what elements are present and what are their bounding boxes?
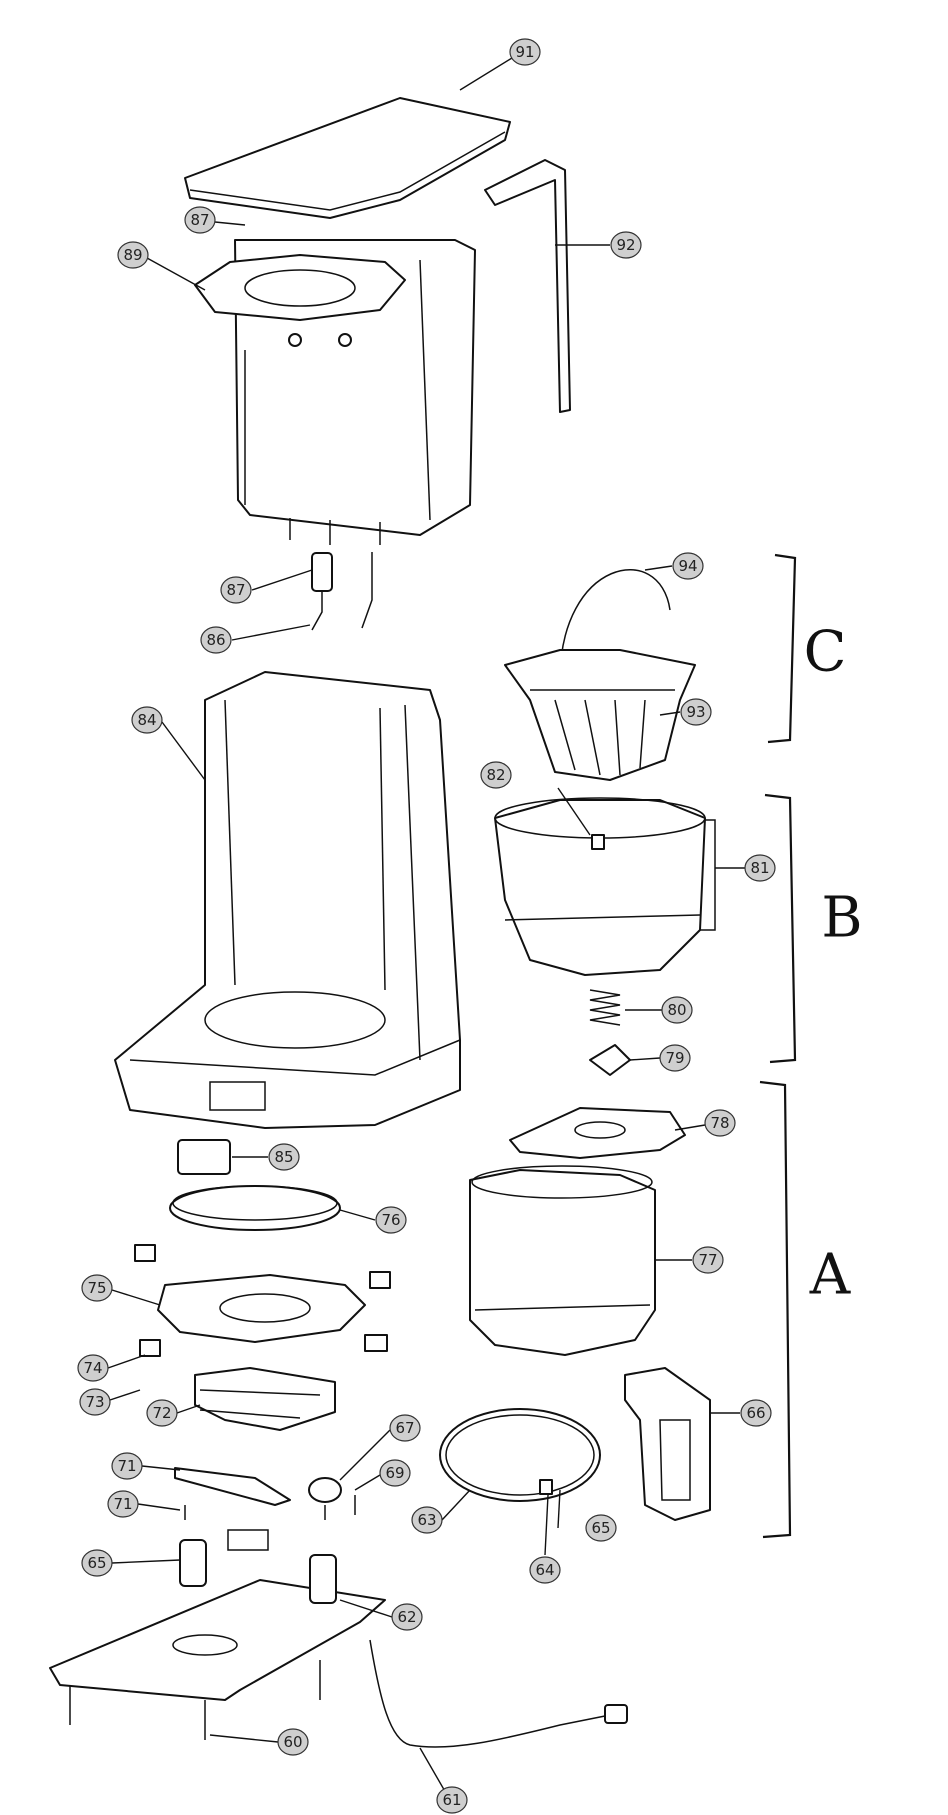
callout-80: 80 (661, 996, 693, 1024)
callout-label: 61 (442, 1791, 461, 1809)
base-plate (49, 1529, 386, 1740)
callout-label: 91 (515, 43, 534, 61)
leader-lines (107, 57, 745, 1801)
callout-label: 72 (152, 1404, 171, 1422)
callout-label: 63 (417, 1511, 436, 1529)
group-label-b: B (821, 886, 862, 951)
callout-71-bracket: 71 (111, 1452, 143, 1480)
callout-label: 71 (117, 1457, 136, 1475)
callout-87-valve: 87 (220, 576, 252, 604)
callout-84: 84 (131, 706, 163, 734)
filter-holder (494, 797, 716, 976)
thermostat-and-bracket (174, 1467, 356, 1520)
warming-plate (134, 1244, 391, 1357)
callout-91: 91 (509, 38, 541, 66)
bracket-a (759, 1080, 792, 1539)
bracket-b (764, 793, 797, 1064)
group-label-a: A (809, 1243, 851, 1308)
callout-65-clamp: 65 (585, 1514, 617, 1542)
callout-label: 94 (678, 557, 697, 575)
band (439, 1408, 601, 1502)
group-label-c: C (804, 620, 847, 685)
callout-label: 92 (616, 236, 635, 254)
callout-69: 69 (379, 1459, 411, 1487)
water-tube (484, 159, 571, 413)
callout-label: 64 (535, 1561, 554, 1579)
valve-and-clip (311, 552, 373, 631)
callout-81: 81 (744, 854, 776, 882)
power-cord (369, 1639, 628, 1748)
callout-label: 82 (486, 766, 505, 784)
callout-label: 77 (698, 1251, 717, 1269)
callout-label: 75 (87, 1279, 106, 1297)
callout-label: 62 (397, 1608, 416, 1626)
callout-74: 74 (77, 1354, 109, 1382)
callout-93: 93 (680, 698, 712, 726)
callout-63-band: 63 (411, 1506, 443, 1534)
seal-ring (169, 1185, 341, 1231)
carafe (469, 1165, 656, 1356)
callout-75: 75 (81, 1274, 113, 1302)
callout-82: 82 (480, 761, 512, 789)
callout-label: 67 (395, 1419, 414, 1437)
callout-85: 85 (268, 1143, 300, 1171)
callout-label: 85 (274, 1148, 293, 1166)
callout-label: 71 (113, 1495, 132, 1513)
callout-label: 66 (746, 1404, 765, 1422)
callout-label: 74 (83, 1359, 102, 1377)
filter-handle (559, 569, 671, 681)
callout-73: 73 (79, 1388, 111, 1416)
callout-label: 80 (667, 1001, 686, 1019)
callout-92: 92 (610, 231, 642, 259)
callout-60: 60 (277, 1728, 309, 1756)
callout-71-screw: 71 (107, 1490, 139, 1518)
callout-label: 76 (381, 1211, 400, 1229)
callout-65-post: 65 (81, 1549, 113, 1577)
spring-and-seal (589, 989, 631, 1076)
callout-72: 72 (146, 1399, 178, 1427)
callout-67: 67 (389, 1414, 421, 1442)
callout-78: 78 (704, 1109, 736, 1137)
callout-76: 76 (375, 1206, 407, 1234)
callout-64: 64 (529, 1556, 561, 1584)
water-tank (194, 239, 476, 545)
lid (184, 97, 511, 219)
callout-61: 61 (436, 1786, 468, 1814)
bracket-c (767, 553, 797, 744)
callout-87: 87 (184, 206, 216, 234)
callout-label: 65 (591, 1519, 610, 1537)
carafe-handle (624, 1367, 711, 1521)
callout-77: 77 (692, 1246, 724, 1274)
callout-label: 69 (385, 1464, 404, 1482)
heating-element (194, 1367, 336, 1431)
callout-66: 66 (740, 1399, 772, 1427)
callout-86: 86 (200, 626, 232, 654)
callout-label: 81 (750, 859, 769, 877)
housing (114, 671, 461, 1129)
callout-label: 84 (137, 711, 156, 729)
callout-label: 79 (665, 1049, 684, 1067)
carafe-lid (509, 1107, 686, 1159)
callout-62: 62 (391, 1603, 423, 1631)
callout-label: 87 (226, 581, 245, 599)
switch (177, 1139, 231, 1175)
callout-label: 86 (206, 631, 225, 649)
callout-89: 89 (117, 241, 149, 269)
callout-label: 78 (710, 1114, 729, 1132)
callout-label: 73 (85, 1393, 104, 1411)
filter-basket (504, 649, 696, 781)
callout-label: 93 (686, 703, 705, 721)
callout-94: 94 (672, 552, 704, 580)
callout-label: 89 (123, 246, 142, 264)
callout-label: 65 (87, 1554, 106, 1572)
callout-label: 87 (190, 211, 209, 229)
callout-label: 60 (283, 1733, 302, 1751)
callout-79: 79 (659, 1044, 691, 1072)
